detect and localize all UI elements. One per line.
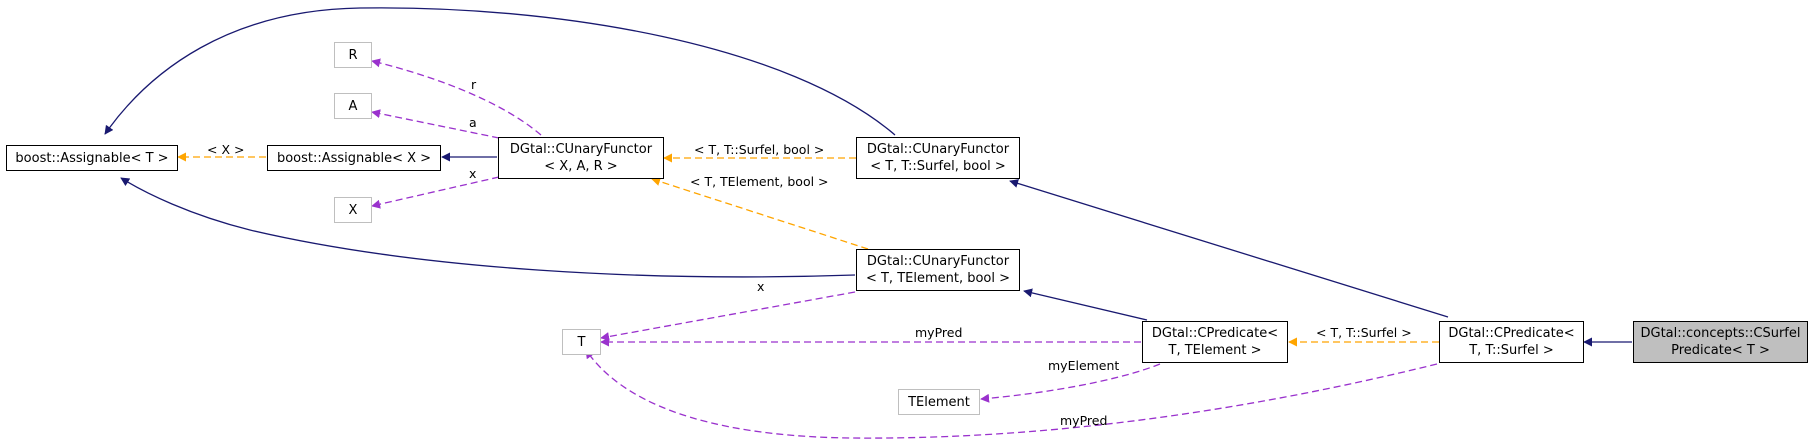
node-cunary-functor-xar[interactable]: DGtal::CUnaryFunctor < X, A, R > [498,137,664,179]
node-label-line2: Predicate< T > [1671,343,1770,358]
node-x[interactable]: X [334,197,372,223]
edge-usage-a [371,109,500,139]
node-boost-assignable-t[interactable]: boost::Assignable< T > [6,145,178,171]
node-label-line1: DGtal::CUnaryFunctor [509,142,653,157]
edge-label-myelement: myElement [1048,358,1119,373]
edge-usage-r [371,58,542,136]
edge-cunary-telement-to-assignable-t [120,177,856,278]
node-label: boost::Assignable< T > [15,150,169,166]
node-label: boost::Assignable< X > [276,150,432,166]
node-cpredicate-telement[interactable]: DGtal::CPredicate< T, TElement > [1142,321,1288,363]
node-cpredicate-surfel[interactable]: DGtal::CPredicate< T, T::Surfel > [1439,321,1584,363]
node-label-line2: < T, T::Surfel, bool > [870,159,1006,174]
edge-usage-mypred-bottom [585,349,1438,439]
node-label-line2: < T, TElement, bool > [865,271,1011,286]
node-cunary-functor-telement[interactable]: DGtal::CUnaryFunctor < T, TElement, bool… [856,249,1020,291]
edge-label-r: r [471,77,477,92]
node-t[interactable]: T [562,329,601,355]
node-label-line1: DGtal::CUnaryFunctor [866,254,1010,269]
edge-cunary-surfel-to-assignable-t [104,7,896,136]
edge-usage-x-to-t [600,291,856,341]
edge-label-x-to-t: x [757,279,764,294]
node-csurfel-predicate[interactable]: DGtal::concepts::CSurfel Predicate< T > [1633,321,1808,363]
node-label-line2: T, T::Surfel > [1469,343,1554,358]
edge-label-template-x: < X > [207,142,244,157]
edge-cpredicate-surfel-to-cunary-surfel [1009,179,1449,318]
edge-label-mypred: myPred [915,325,962,340]
edge-template-cunary-telement-to-xar [651,177,869,250]
edge-label-mypred-bottom: myPred [1060,413,1107,428]
node-label-line2: T, TElement > [1168,343,1262,358]
node-r[interactable]: R [334,42,372,68]
node-label: R [348,47,358,63]
node-label: TElement [908,394,970,410]
node-cunary-functor-surfel[interactable]: DGtal::CUnaryFunctor < T, T::Surfel, boo… [856,137,1020,179]
node-label-line2: < X, A, R > [544,159,618,174]
edge-usage-myelement [980,363,1161,403]
node-label: A [348,98,358,114]
edge-label-template-telement: < T, TElement, bool > [690,174,829,189]
node-label: X [348,202,358,218]
node-telement[interactable]: TElement [898,389,980,415]
edge-cpredicate-telement-to-cunary-telement [1023,288,1148,321]
edge-label-template-pred-surfel: < T, T::Surfel > [1316,325,1412,340]
node-label: T [577,334,586,350]
node-boost-assignable-x[interactable]: boost::Assignable< X > [267,145,441,171]
node-label-line1: DGtal::CUnaryFunctor [866,142,1010,157]
edge-usage-x [371,176,500,209]
node-label-line1: DGtal::CPredicate< [1151,326,1279,341]
node-label-line1: DGtal::CPredicate< [1448,326,1575,341]
node-a[interactable]: A [334,93,372,119]
edge-label-x: x [469,166,476,181]
edge-label-template-surfel: < T, T::Surfel, bool > [694,142,824,157]
node-label-line1: DGtal::concepts::CSurfel [1640,326,1801,341]
edge-label-a: a [469,115,477,130]
